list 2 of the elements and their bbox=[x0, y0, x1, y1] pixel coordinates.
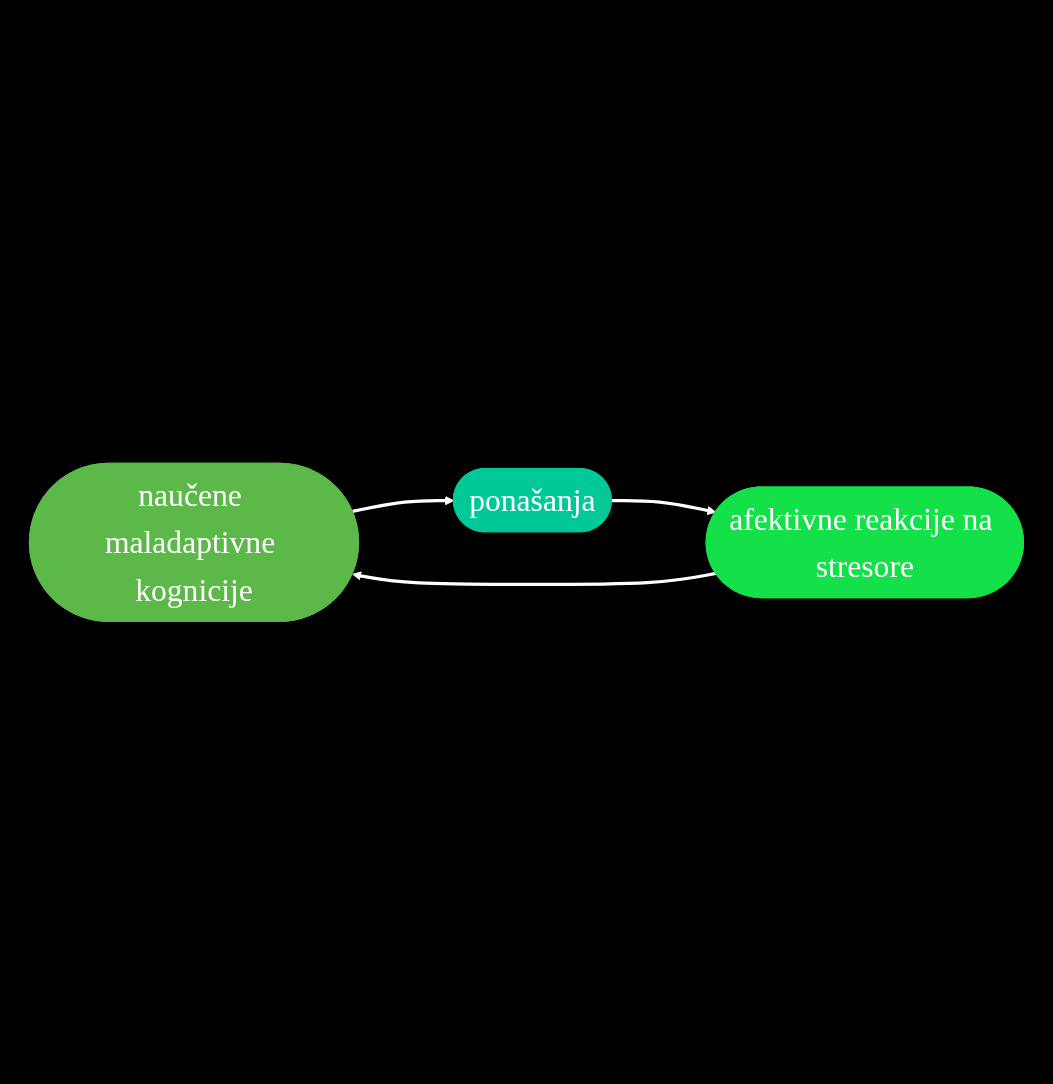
arrow bbox=[352, 570, 717, 586]
arrow bbox=[611, 498, 717, 515]
